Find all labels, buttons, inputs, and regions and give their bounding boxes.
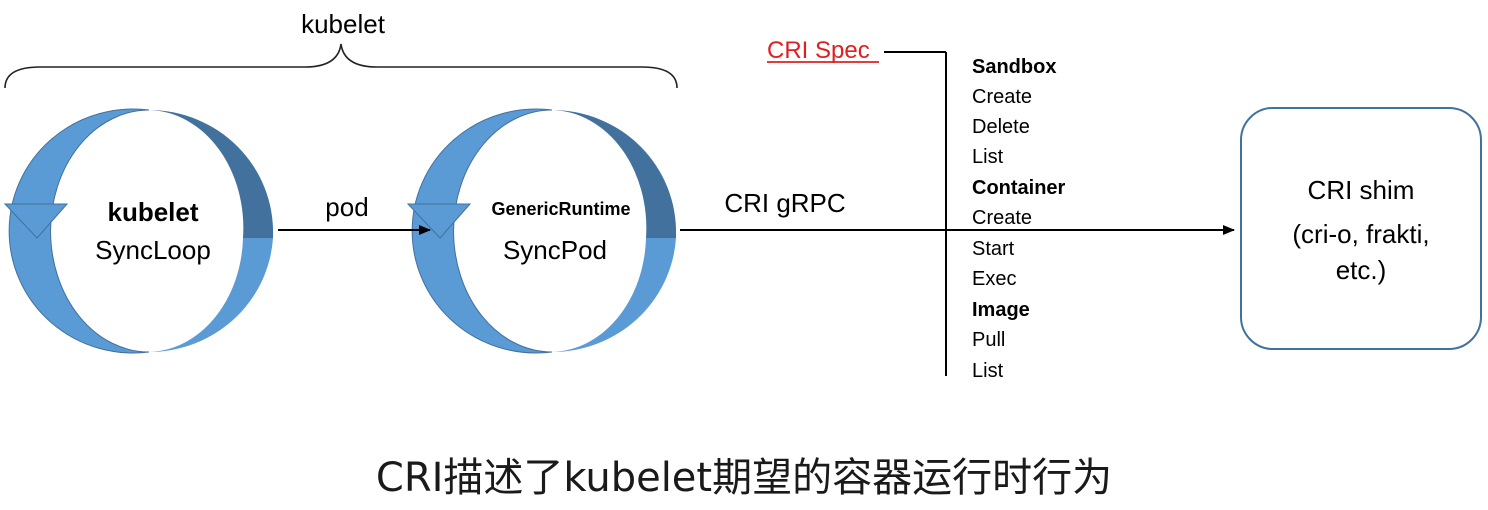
cri-shim-line1: CRI shim: [1308, 175, 1415, 205]
api-group-image: Image: [972, 299, 1030, 321]
loop2-subtitle: SyncPod: [503, 235, 607, 265]
api-group-sandbox: Sandbox: [972, 56, 1056, 78]
api-method: Pull: [972, 329, 1005, 351]
cri-api-list: Sandbox Create Delete List Container Cre…: [972, 56, 1066, 382]
cri-shim-line3: etc.): [1336, 255, 1387, 285]
cri-shim-line2: (cri-o, frakti,: [1292, 219, 1429, 249]
brace-label: kubelet: [301, 9, 386, 39]
api-method: Exec: [972, 268, 1016, 290]
kubelet-brace: [4, 43, 678, 89]
api-method: Create: [972, 86, 1032, 108]
api-method: Start: [972, 238, 1015, 260]
cri-shim-box: [1240, 107, 1482, 350]
pod-label: pod: [325, 192, 368, 222]
loop1-title: kubelet: [107, 197, 198, 227]
api-group-container: Container: [972, 177, 1066, 199]
cri-grpc-label: CRI gRPC: [724, 188, 845, 218]
api-method: Create: [972, 207, 1032, 229]
api-method: List: [972, 146, 1004, 168]
loop1-subtitle: SyncLoop: [95, 235, 211, 265]
api-method: Delete: [972, 116, 1030, 138]
cri-spec-label: CRI Spec: [767, 37, 870, 64]
kubelet-syncloop-loop-icon: [3, 108, 274, 354]
diagram-caption: CRI描述了kubelet期望的容器运行时行为: [375, 455, 1113, 501]
loop2-title: GenericRuntime: [491, 199, 630, 219]
api-method: List: [972, 360, 1004, 382]
genericruntime-syncpod-loop-icon: [406, 108, 677, 354]
